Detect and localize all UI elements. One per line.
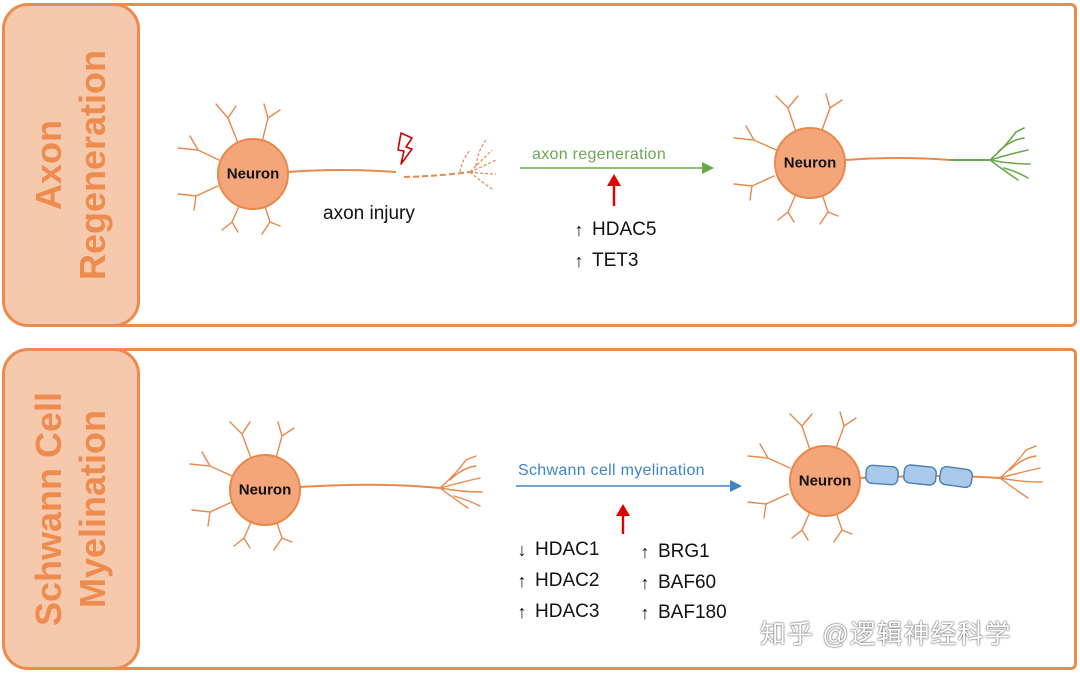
- gene-name: HDAC3: [535, 601, 600, 622]
- top-gene-1: ↑ HDAC5: [572, 219, 657, 241]
- bottom-right-neuron-body: [789, 445, 861, 517]
- bottom-gene-right-3: ↑ BAF180: [638, 602, 727, 624]
- bottom-gene-right-1: ↑ BRG1: [638, 541, 710, 563]
- up-arrow-icon: ↑: [574, 219, 584, 240]
- top-stimulus-arrow: [607, 174, 621, 206]
- down-arrow-icon: ↓: [517, 539, 527, 560]
- bottom-left-neuron-dendrites: [189, 421, 295, 551]
- top-left-injured-axon-segment: [403, 171, 471, 178]
- myelin-sheath-2: [903, 464, 937, 486]
- up-arrow-icon: ↑: [517, 570, 527, 591]
- top-left-neuron-label: Neuron: [226, 165, 280, 183]
- schwann-myelination-label: Schwann cell myelination: [518, 462, 705, 479]
- myelin-sheath-1: [865, 464, 899, 486]
- bottom-gene-left-3: ↑ HDAC3: [515, 601, 600, 623]
- bottom-left-neuron-label: Neuron: [238, 481, 292, 499]
- top-left-neuron-body: [217, 138, 289, 210]
- myelin-sheath-3: [938, 465, 974, 489]
- top-right-neuron-dendrites: [733, 93, 843, 225]
- up-arrow-icon: ↑: [640, 602, 650, 623]
- gene-name: HDAC2: [535, 570, 600, 591]
- up-arrow-icon: ↑: [517, 601, 527, 622]
- axon-regeneration-label: axon regeneration: [532, 146, 667, 163]
- bottom-gene-right-2: ↑ BAF60: [638, 572, 717, 594]
- gene-name: BRG1: [658, 541, 710, 562]
- gene-name: BAF60: [658, 572, 717, 593]
- top-left-injured-terminal: [459, 139, 497, 191]
- bottom-stimulus-arrow: [616, 504, 630, 534]
- bottom-gene-left-1: ↓ HDAC1: [515, 539, 600, 561]
- myelin-sheaths: [865, 464, 974, 489]
- top-right-neuron-label: Neuron: [783, 154, 837, 172]
- top-left-neuron-dendrites: [177, 103, 281, 235]
- gene-name: HDAC5: [592, 219, 657, 240]
- bottom-right-neuron-label: Neuron: [798, 472, 852, 490]
- bottom-left-neuron-body: [229, 454, 301, 526]
- top-right-neuron-body: [774, 127, 846, 199]
- bottom-left-axon-terminal: [439, 455, 483, 509]
- axon-injury-label: axon injury: [323, 203, 415, 224]
- bottom-right-axon-terminal: [999, 445, 1043, 499]
- axon-regeneration-side-label: Axon Regeneration: [2, 3, 140, 327]
- bottom-gene-left-2: ↑ HDAC2: [515, 570, 600, 592]
- up-arrow-icon: ↑: [640, 572, 650, 593]
- schwann-myelination-side-label: Schwann Cell Myelination: [2, 348, 140, 670]
- gene-name: TET3: [592, 250, 639, 271]
- bottom-left-axon: [299, 483, 441, 489]
- zhihu-watermark: 知乎 @逻辑神经科学: [760, 619, 1012, 649]
- top-left-axon: [287, 169, 397, 173]
- gene-name: BAF180: [658, 602, 727, 623]
- top-right-regenerated-terminal: [989, 127, 1031, 181]
- top-gene-2: ↑ TET3: [572, 250, 639, 272]
- bottom-right-neuron-dendrites: [747, 411, 857, 543]
- injury-lightning-icon: [397, 132, 413, 165]
- up-arrow-icon: ↑: [574, 250, 584, 271]
- top-right-axon: [844, 157, 951, 161]
- gene-name: HDAC1: [535, 539, 600, 560]
- up-arrow-icon: ↑: [640, 541, 650, 562]
